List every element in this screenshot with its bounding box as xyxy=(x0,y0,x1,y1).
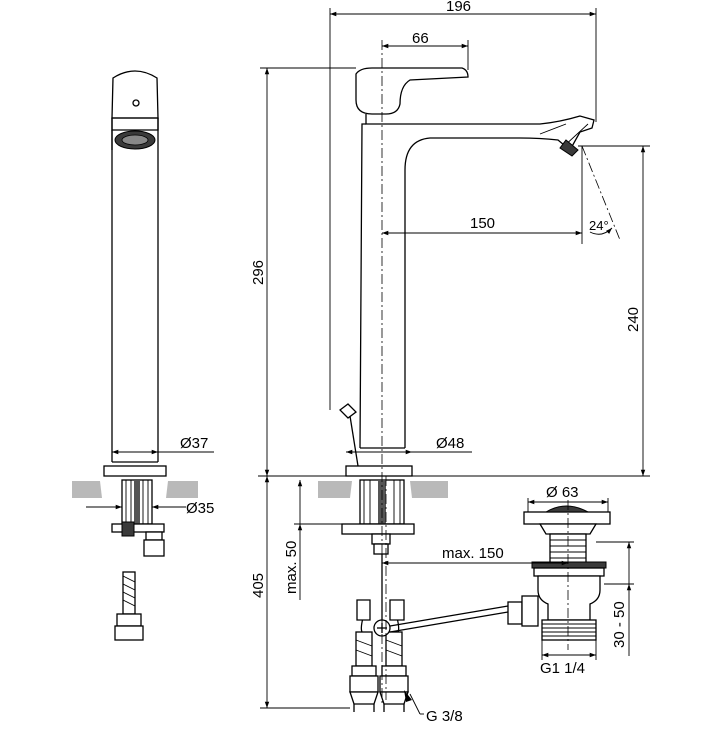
popup-plug-icon xyxy=(544,505,589,513)
popup-rod xyxy=(339,403,357,419)
countertop-left xyxy=(72,481,102,498)
spout-reach-label: 150 xyxy=(470,215,495,232)
hole-diameter-label: Ø35 xyxy=(186,500,214,517)
below-height-label: 405 xyxy=(250,573,267,598)
spout-height-label: 240 xyxy=(625,307,642,332)
side-hose-nut xyxy=(114,625,144,641)
front-lever xyxy=(355,67,469,115)
handle-indicator-icon xyxy=(132,99,140,107)
max-thickness-label: max. 50 xyxy=(283,541,300,594)
popup-linkage-rod xyxy=(389,605,509,627)
total-width-label: 196 xyxy=(446,0,471,15)
front-base-diameter-label: Ø48 xyxy=(436,435,464,452)
side-connector-nut xyxy=(143,539,165,557)
countertop-right xyxy=(166,481,198,498)
side-view: Ø37 Ø35 xyxy=(72,70,214,641)
countertop-center-left xyxy=(318,481,352,498)
front-base-flange xyxy=(345,465,413,477)
side-handle xyxy=(111,70,159,119)
side-base-flange xyxy=(103,465,167,477)
total-height-label: 296 xyxy=(250,260,267,285)
waste-body xyxy=(537,575,601,621)
side-mounting-plate xyxy=(111,523,165,533)
waste-thread-label: G1 1/4 xyxy=(540,660,585,677)
lever-width-label: 66 xyxy=(412,30,429,47)
waste-thread xyxy=(541,619,597,641)
dimension-lines: 196 66 150 24° 296 240 Ø48 max. 50 xyxy=(250,0,650,725)
waste-flange xyxy=(523,511,611,525)
front-view xyxy=(318,67,595,712)
supply-hoses xyxy=(349,599,409,712)
hose-thread-label: G 3/8 xyxy=(426,708,463,725)
countertop-center-right xyxy=(410,481,448,498)
spout-angle-label: 24° xyxy=(589,218,609,233)
waste-diameter-label: Ø 63 xyxy=(546,484,579,501)
front-spout xyxy=(380,115,595,448)
side-spout-neck xyxy=(111,117,159,131)
waste-range-label: 30 - 50 xyxy=(611,601,628,648)
waste-assembly xyxy=(507,500,611,650)
max-hose-offset-label: max. 150 xyxy=(442,545,504,562)
front-mounting-plate xyxy=(341,523,415,535)
side-base-diameter-label: Ø37 xyxy=(180,435,208,452)
